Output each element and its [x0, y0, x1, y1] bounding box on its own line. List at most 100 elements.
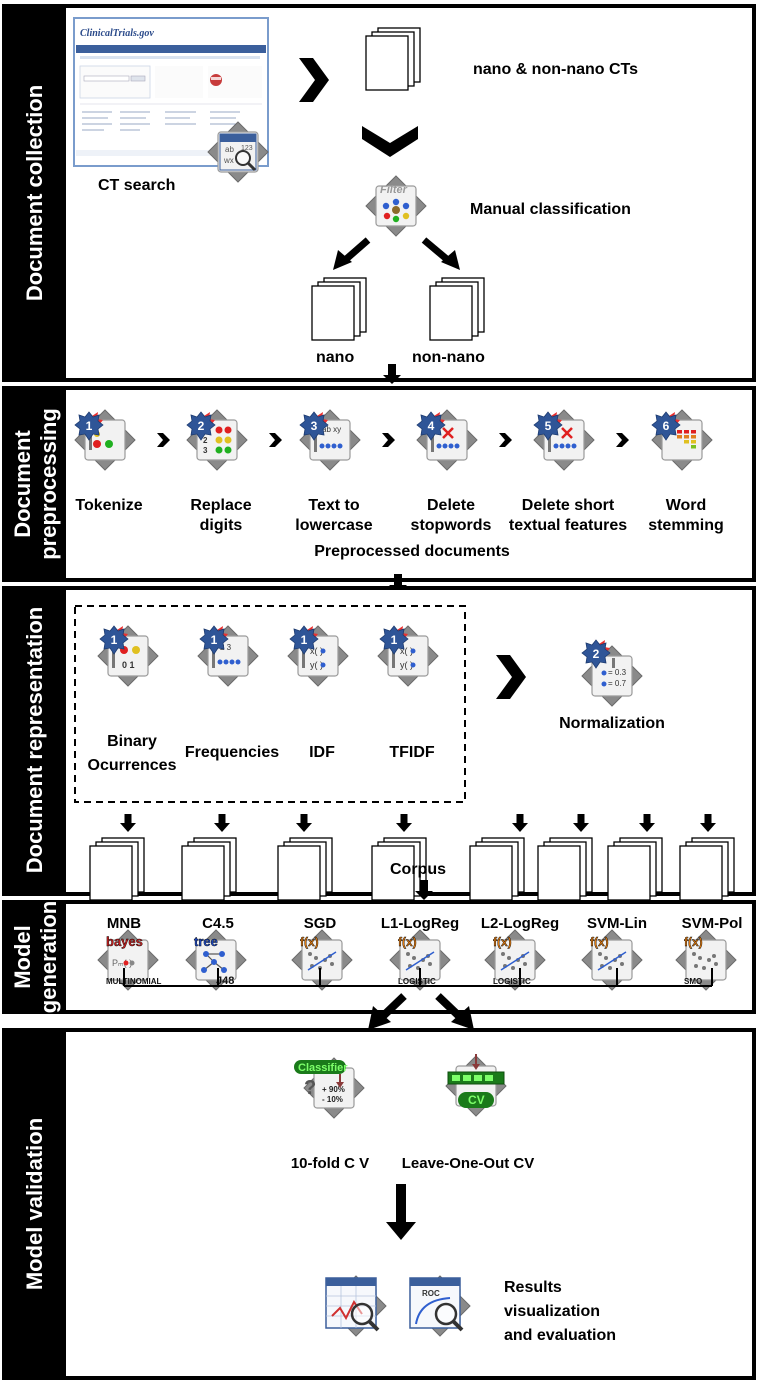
corpus-document-stack: [537, 837, 593, 901]
chevron-right-icon: [499, 433, 512, 447]
cv-icon-text: CV: [468, 1093, 485, 1107]
classifier-plus-text: + 90%: [322, 1085, 345, 1094]
weighting-method-icon: 2 3: [197, 625, 259, 687]
model-icon: f(x): [291, 929, 353, 991]
classifier-icon-text: Classifier: [298, 1062, 348, 1074]
model-icon-top-text: f(x): [398, 935, 417, 949]
model-name-label: MNB: [107, 915, 141, 932]
corpus-label: Corpus: [390, 861, 446, 878]
chevron-right-icon: [616, 433, 629, 447]
preprocessing-step-label: Delete short: [522, 497, 615, 514]
non-nano-label: non-nano: [412, 349, 485, 366]
document-stack-non-nano: [429, 277, 485, 341]
section-label-representation: Document representation: [22, 607, 47, 874]
preprocessing-step-label: lowercase: [295, 517, 372, 534]
svg-text:2 3: 2 3: [220, 643, 232, 652]
weighting-method-label: Ocurrences: [88, 757, 177, 774]
down-arrow-icon: [396, 814, 412, 832]
svg-text:= 0.7: = 0.7: [608, 679, 627, 688]
preprocessing-step-icon: ab xy: [299, 409, 361, 471]
step-number-badge: 4: [416, 410, 446, 441]
model-icon: f(x) LOGISTIC: [484, 929, 546, 991]
down-arrow-icon: [120, 814, 136, 832]
classifier-minus-text: - 10%: [322, 1095, 343, 1104]
preprocessing-step-label: Tokenize: [75, 497, 142, 514]
section-label-preprocessing-line2: preprocessing: [36, 408, 61, 560]
document-stack-nano-nonnano: [365, 27, 421, 91]
results-label-line3: and evaluation: [504, 1327, 616, 1344]
down-arrow-icon: [296, 814, 312, 832]
model-icon-bottom-text: LOGISTIC: [493, 977, 531, 986]
document-stack-nano: [311, 277, 367, 341]
preprocessing-step-label: textual features: [509, 517, 627, 534]
section-document-preprocessing: Document preprocessing 1Tokenize1232Repl…: [2, 386, 756, 582]
svg-text:ab xy: ab xy: [322, 425, 341, 434]
weighting-method-label: Frequencies: [185, 744, 279, 761]
section-document-collection: Document collection ClinicalTrials.gov: [2, 4, 756, 382]
roc-icon-text: ROC: [422, 1289, 440, 1298]
step-number: 2: [198, 419, 205, 433]
results-roc-viewer-icon: ROC: [409, 1275, 471, 1337]
chevron-right-icon: [269, 433, 282, 447]
corpus-document-stack: [89, 837, 145, 901]
preprocessing-step-label: digits: [200, 517, 243, 534]
results-label-line1: Results: [504, 1279, 562, 1296]
preprocessed-documents-label: Preprocessed documents: [314, 543, 510, 560]
section-label-validation: Model validation: [22, 1118, 47, 1290]
tenfold-cv-label: 10-fold C V: [291, 1155, 369, 1172]
down-arrow-icon: [573, 814, 589, 832]
flow-arrow-validation-to-results: [386, 1184, 416, 1240]
corpus-document-stack: [469, 837, 525, 901]
down-arrow-icon: [639, 814, 655, 832]
step-number-badge: 1: [74, 410, 104, 441]
ct-site-title: ClinicalTrials.gov: [80, 28, 154, 39]
corpus-document-stack: [277, 837, 333, 901]
model-name-label: SVM-Pol: [682, 915, 743, 932]
results-label-line2: visualization: [504, 1303, 600, 1320]
down-arrow-icon: [512, 814, 528, 832]
model-name-label: SVM-Lin: [587, 915, 647, 932]
chevron-right-icon: [382, 433, 395, 447]
svg-text:x( ): x( ): [310, 646, 323, 656]
preprocessing-step-label: Word: [666, 497, 707, 514]
step-number-badge: 3: [299, 410, 329, 441]
step-number-badge: 1: [99, 624, 129, 655]
svg-text:x( ): x( ): [400, 646, 413, 656]
section-model-validation: Model validation Classifier ? + 90% - 10…: [2, 1028, 756, 1380]
weighting-methods-box: [74, 605, 466, 803]
step-number: 2: [593, 647, 600, 661]
step-number-badge: 6: [651, 410, 681, 441]
step-number-badge: 2: [581, 638, 611, 669]
corpus-document-stack: [181, 837, 237, 901]
weighting-method-label: TFIDF: [389, 744, 435, 761]
svg-text:y( ): y( ): [400, 660, 413, 670]
step-number-badge: 1: [199, 624, 229, 655]
normalization-label: Normalization: [559, 715, 665, 732]
preprocessing-step-icon: 123: [186, 409, 248, 471]
svg-text:2: 2: [203, 436, 208, 445]
weighting-method-icon: x( )y( ): [287, 625, 349, 687]
model-icon-bottom-text: SMO: [684, 977, 702, 986]
nano-nonnano-label: nano & non-nano CTs: [473, 61, 638, 78]
model-name-label: C4.5: [202, 915, 234, 932]
model-icon-top-text: f(x): [590, 935, 609, 949]
preprocessing-step-label: stopwords: [411, 517, 492, 534]
split-arrows: [333, 237, 460, 270]
chevron-right-icon: [496, 655, 526, 699]
preprocessing-step-icon: [533, 409, 595, 471]
model-icon-bottom-text: MULTINOMIAL: [106, 977, 162, 986]
preprocessing-step-label: Delete: [427, 497, 475, 514]
normalization-icon: = 0.3 = 0.7: [581, 645, 643, 707]
chevron-right-icon: [299, 58, 329, 102]
model-icon-top-text: f(x): [493, 935, 512, 949]
flow-arrows-generation-to-validation: [368, 993, 474, 1030]
step-number: 1: [86, 419, 93, 433]
model-icon: f(x)LOGISTIC: [389, 929, 451, 991]
svg-text:= 0.3: = 0.3: [608, 668, 627, 677]
model-name-label: L1-LogReg: [381, 915, 459, 932]
model-icon: f(x)SMO: [675, 929, 737, 991]
down-arrow-icon: [214, 814, 230, 832]
